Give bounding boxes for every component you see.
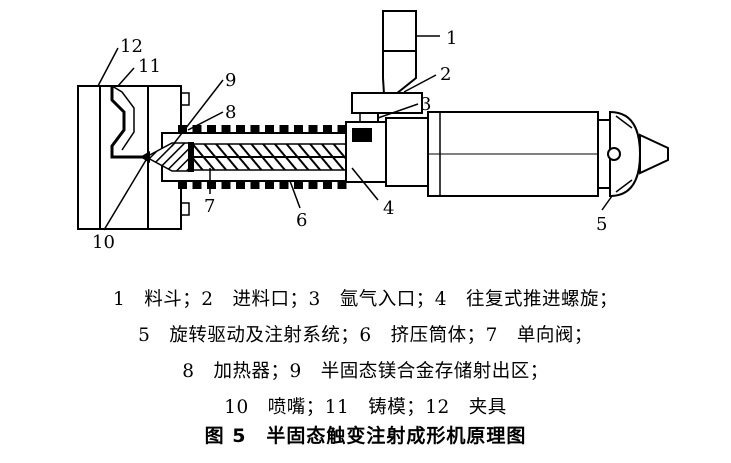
heater-band xyxy=(337,181,347,189)
callout-4: 4 xyxy=(383,198,394,219)
callout-1: 1 xyxy=(446,28,457,49)
legend-line-2: 5 旋转驱动及注射系统；6 挤压筒体；7 单向阀； xyxy=(138,325,593,346)
heater-band xyxy=(323,125,332,133)
legend-line-4: 10 喷嘴；11 铸模；12 夹具 xyxy=(224,397,507,418)
heater-band xyxy=(308,181,318,189)
figure-caption: 图 5 半固态触变注射成形机原理图 xyxy=(204,425,527,447)
heater-band xyxy=(236,125,245,133)
callout-9: 9 xyxy=(225,70,236,91)
heater-band xyxy=(265,181,274,189)
heater-band xyxy=(337,125,347,133)
heater-band xyxy=(250,181,260,189)
heater-band xyxy=(279,181,289,189)
callout-5: 5 xyxy=(596,214,607,235)
heater-band xyxy=(221,181,231,189)
legend-line-3: 8 加热器；9 半固态镁合金存储射出区； xyxy=(182,361,549,382)
legend: 1 料斗；2 进料口；3 氩气入口；4 往复式推进螺旋； 5 旋转驱动及注射系统… xyxy=(0,282,731,426)
callout-11: 11 xyxy=(138,56,161,77)
drive-system-5 xyxy=(345,110,669,198)
callout-6: 6 xyxy=(296,210,307,231)
heaters-8 xyxy=(178,125,347,189)
callout-7: 7 xyxy=(204,196,215,217)
heater-band xyxy=(236,181,245,189)
callout-8: 8 xyxy=(225,102,236,123)
heater-band xyxy=(207,181,216,189)
hopper-1 xyxy=(382,10,417,95)
nozzle-10 xyxy=(140,151,150,163)
heater-band xyxy=(221,125,231,133)
callout-2: 2 xyxy=(440,64,451,85)
heater-band xyxy=(323,181,332,189)
heater-band xyxy=(294,125,303,133)
callout-3: 3 xyxy=(420,94,431,115)
callout-12: 12 xyxy=(120,36,143,57)
legend-line-1: 1 料斗；2 进料口；3 氩气入口；4 往复式推进螺旋； xyxy=(112,289,619,310)
heater-band xyxy=(207,125,216,133)
heater-band xyxy=(178,181,187,189)
heater-band xyxy=(279,125,289,133)
check-valve-7 xyxy=(188,142,194,172)
heater-band xyxy=(265,125,274,133)
heater-band xyxy=(192,181,202,189)
leader-lines xyxy=(97,35,613,231)
heater-band xyxy=(294,181,303,189)
machine-diagram: 1 2 3 4 5 6 7 8 9 10 11 12 xyxy=(77,10,669,253)
heater-band xyxy=(250,125,260,133)
heater-band xyxy=(192,125,202,133)
callout-10: 10 xyxy=(92,232,115,253)
screw-4 xyxy=(171,143,363,171)
heater-band xyxy=(178,125,187,133)
heater-band xyxy=(308,125,318,133)
